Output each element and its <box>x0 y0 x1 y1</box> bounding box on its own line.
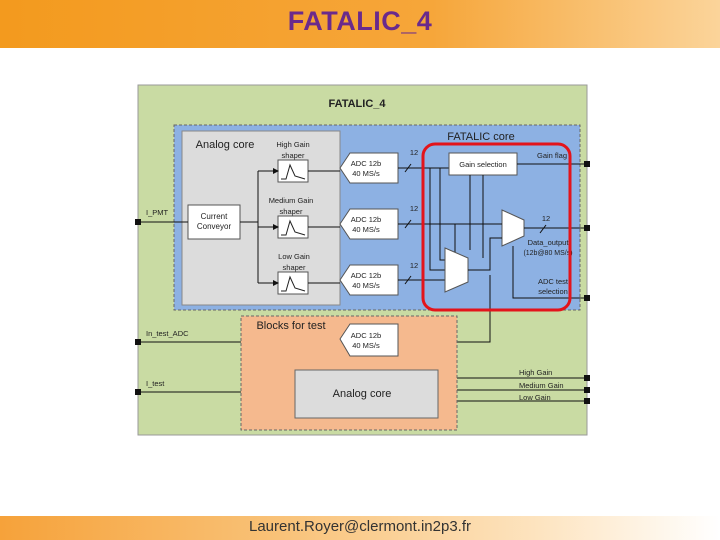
blocks-for-test-label: Blocks for test <box>256 320 325 332</box>
test-analog-core-label: Analog core <box>333 388 392 400</box>
medium-gain-shaper-label: shaper <box>280 207 303 216</box>
svg-text:40 MS/s: 40 MS/s <box>352 341 380 350</box>
adc-low-gain: ADC 12b 40 MS/s <box>339 264 399 296</box>
high-gain-shaper-label: shaper <box>282 151 305 160</box>
io-pads <box>135 161 590 404</box>
gain-flag-label: Gain flag <box>537 151 567 160</box>
svg-text:ADC 12b: ADC 12b <box>351 215 381 224</box>
svg-text:ADC 12b: ADC 12b <box>351 271 381 280</box>
output-mux <box>501 209 525 247</box>
data-output-rate-label: (12b@80 MS/s) <box>523 250 572 257</box>
svg-text:ADC 12b: ADC 12b <box>351 331 381 340</box>
test-out-low-gain: Low Gain <box>519 393 551 402</box>
adc-high-gain: ADC 12b 40 MS/s <box>339 152 399 184</box>
bus-width-label: 12 <box>410 204 418 213</box>
high-gain-label: High Gain <box>276 140 309 149</box>
highlight-outline <box>421 142 572 312</box>
test-analog-core-block <box>294 369 439 419</box>
gain-selection-label: Gain selection <box>459 160 507 169</box>
title-bar <box>0 0 720 48</box>
medium-gain-shaper <box>277 215 309 239</box>
low-gain-shaper-label: shaper <box>283 263 306 272</box>
gain-mux <box>444 247 469 293</box>
adc-test-selection-label2: selection <box>538 287 568 296</box>
i-test-label: I_test <box>146 379 165 388</box>
current-conveyor-line2: Conveyor <box>197 222 232 231</box>
footer-email: Laurent.Royer@clermont.in2p3.fr <box>249 518 471 535</box>
low-gain-label: Low Gain <box>278 252 310 261</box>
analog-core-block <box>181 130 341 306</box>
svg-text:40 MS/s: 40 MS/s <box>352 169 380 178</box>
in-test-adc-label: In_test_ADC <box>146 329 189 338</box>
adc-medium-gain: ADC 12b 40 MS/s <box>339 208 399 240</box>
analog-core-label: Analog core <box>196 139 255 151</box>
slide-title: FATALIC_4 <box>287 6 433 36</box>
bus-width-label: 12 <box>542 214 550 223</box>
data-output-label: Data_output <box>528 238 570 247</box>
i-pmt-label: I_PMT <box>146 208 169 217</box>
chip-title: FATALIC_4 <box>328 98 386 110</box>
current-conveyor-line1: Current <box>201 212 228 221</box>
adc-test-selection-label: ADC test <box>538 277 569 286</box>
bus-width-label: 12 <box>410 148 418 157</box>
footer-bar <box>0 516 720 540</box>
svg-text:40 MS/s: 40 MS/s <box>352 225 380 234</box>
medium-gain-label: Medium Gain <box>269 196 314 205</box>
low-gain-shaper <box>277 271 309 295</box>
svg-text:ADC 12b: ADC 12b <box>351 159 381 168</box>
adc-test: ADC 12b 40 MS/s <box>339 323 399 357</box>
high-gain-shaper <box>277 159 309 183</box>
fatalic-core-label: FATALIC core <box>447 131 514 143</box>
bus-width-label: 12 <box>410 261 418 270</box>
test-out-medium-gain: Medium Gain <box>519 381 564 390</box>
test-out-high-gain: High Gain <box>519 368 552 377</box>
svg-text:40 MS/s: 40 MS/s <box>352 281 380 290</box>
